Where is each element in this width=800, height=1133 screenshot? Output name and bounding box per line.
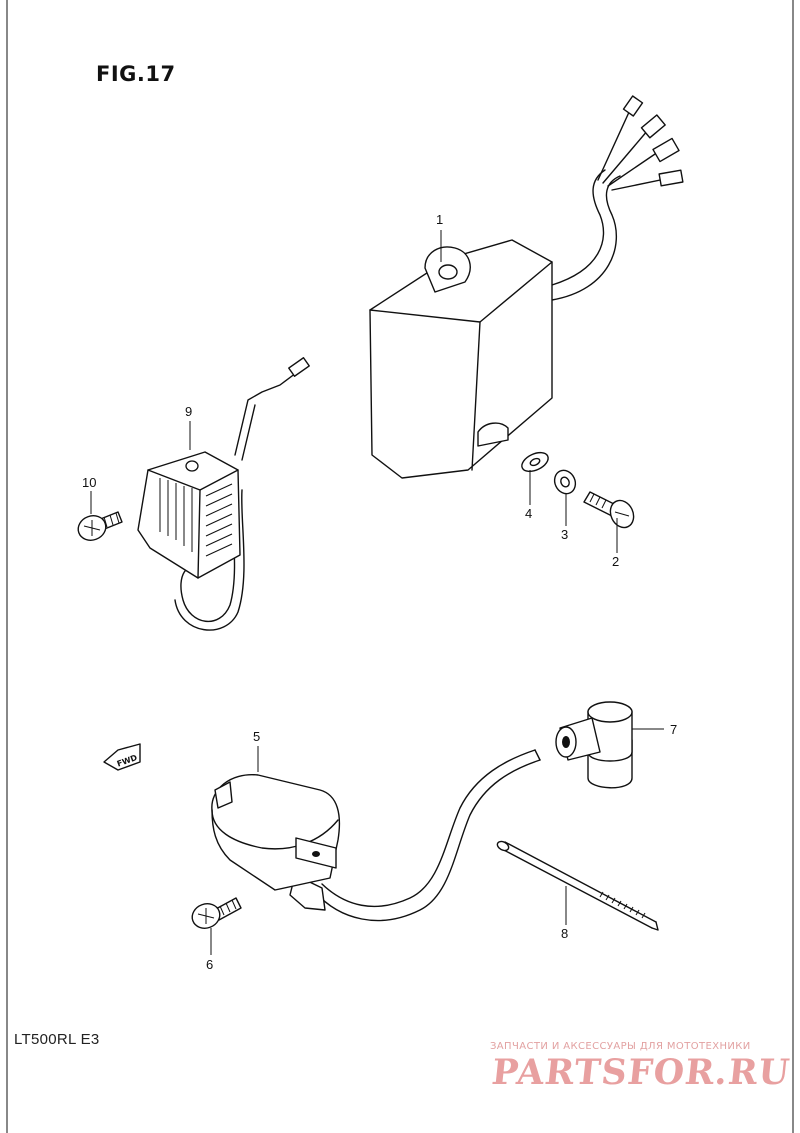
callout-6: 6 [206,957,213,972]
cable-tie-part[interactable] [496,840,659,931]
callout-8: 8 [561,926,568,941]
callout-leaders [90,230,664,955]
callout-9: 9 [185,404,192,419]
regulator-part[interactable] [137,357,310,631]
callout-10: 10 [82,475,96,490]
watermark-tagline: ЗАПЧАСТИ И АКСЕССУАРЫ ДЛЯ МОТОТЕХНИКИ [490,1041,751,1052]
fwd-arrow: FWD [103,743,141,771]
callout-5: 5 [253,729,260,744]
spark-plug-cap-part[interactable] [555,701,633,789]
watermark-logo: PARTSFOR.RU [489,1052,793,1093]
callout-1: 1 [436,212,443,227]
ignition-coil-part[interactable] [211,749,541,922]
screw-part[interactable] [75,511,123,544]
callout-2: 2 [612,554,619,569]
model-code: LT500RL E3 [14,1031,100,1048]
lock-washer-part[interactable] [551,467,579,497]
cdi-unit-part[interactable] [369,95,684,479]
callout-4: 4 [525,506,532,521]
bolt-part[interactable] [583,491,638,531]
coil-screw-part[interactable] [189,897,242,932]
callout-3: 3 [561,527,568,542]
figure-title: FIG.17 [96,62,176,86]
callout-7: 7 [670,722,677,737]
washer-part[interactable] [519,449,551,475]
